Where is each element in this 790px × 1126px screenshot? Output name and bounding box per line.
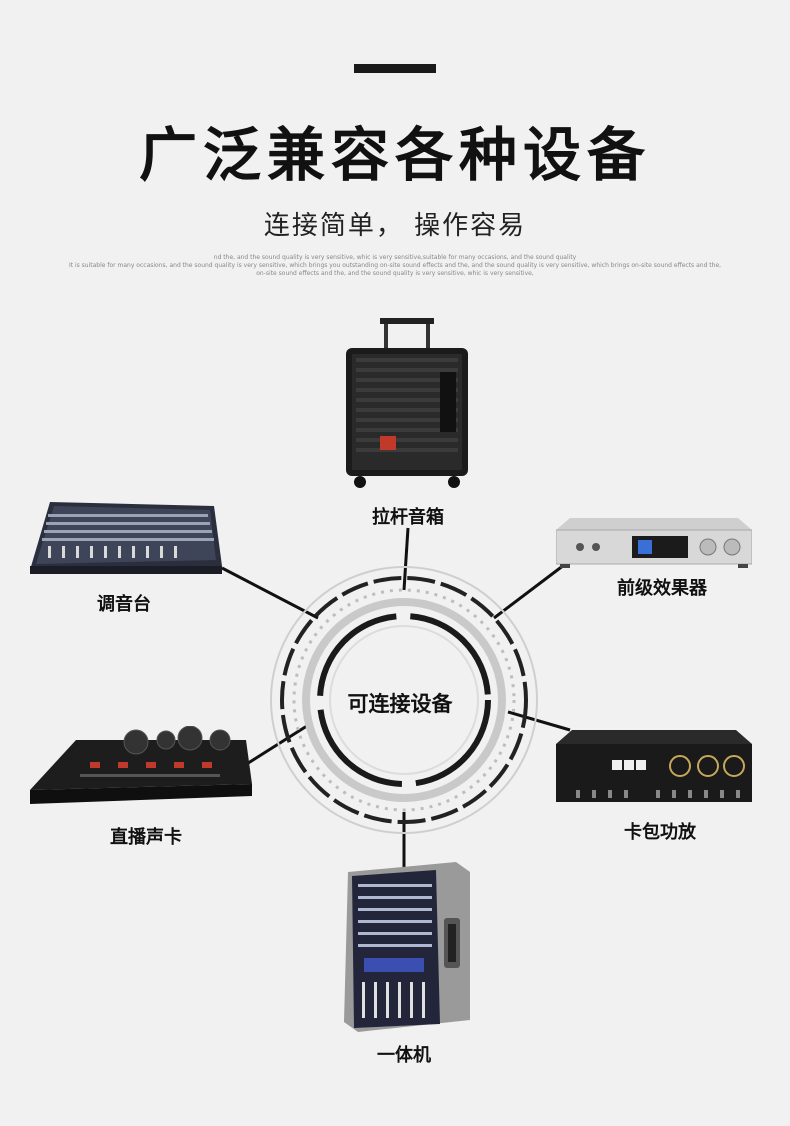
line-amplifier <box>507 710 571 732</box>
preamp-effects-icon <box>556 518 752 568</box>
title-accent-bar <box>354 64 436 73</box>
fine-print-line-3: on-site sound effects and the, and the s… <box>256 270 534 277</box>
line-mixer <box>221 566 319 620</box>
trolley-speaker-icon <box>346 318 468 488</box>
fine-print-line-2: It is suitable for many occasions, and t… <box>68 262 722 269</box>
line-preamp <box>493 560 569 620</box>
fine-print-line-1: nd the, and the sound quality is very se… <box>213 254 577 261</box>
center-label: 可连接设备 <box>347 692 453 716</box>
label-mixer: 调音台 <box>97 594 151 615</box>
label-all-in-one: 一体机 <box>377 1045 431 1066</box>
label-live-soundcard: 直播声卡 <box>110 827 182 848</box>
live-soundcard-icon <box>30 726 252 804</box>
karaoke-amplifier-icon <box>556 730 752 802</box>
label-preamp: 前级效果器 <box>617 578 707 599</box>
line-trolley-speaker <box>402 527 410 591</box>
page-title: 广泛兼容各种设备 <box>138 121 651 189</box>
label-trolley-speaker: 拉杆音箱 <box>372 507 444 528</box>
center-ring-group <box>270 566 538 834</box>
all-in-one-mixer-icon <box>344 862 470 1032</box>
page-subtitle: 连接简单， 操作容易 <box>263 211 527 241</box>
mixing-console-icon <box>30 502 222 574</box>
label-amplifier: 卡包功放 <box>624 822 696 843</box>
